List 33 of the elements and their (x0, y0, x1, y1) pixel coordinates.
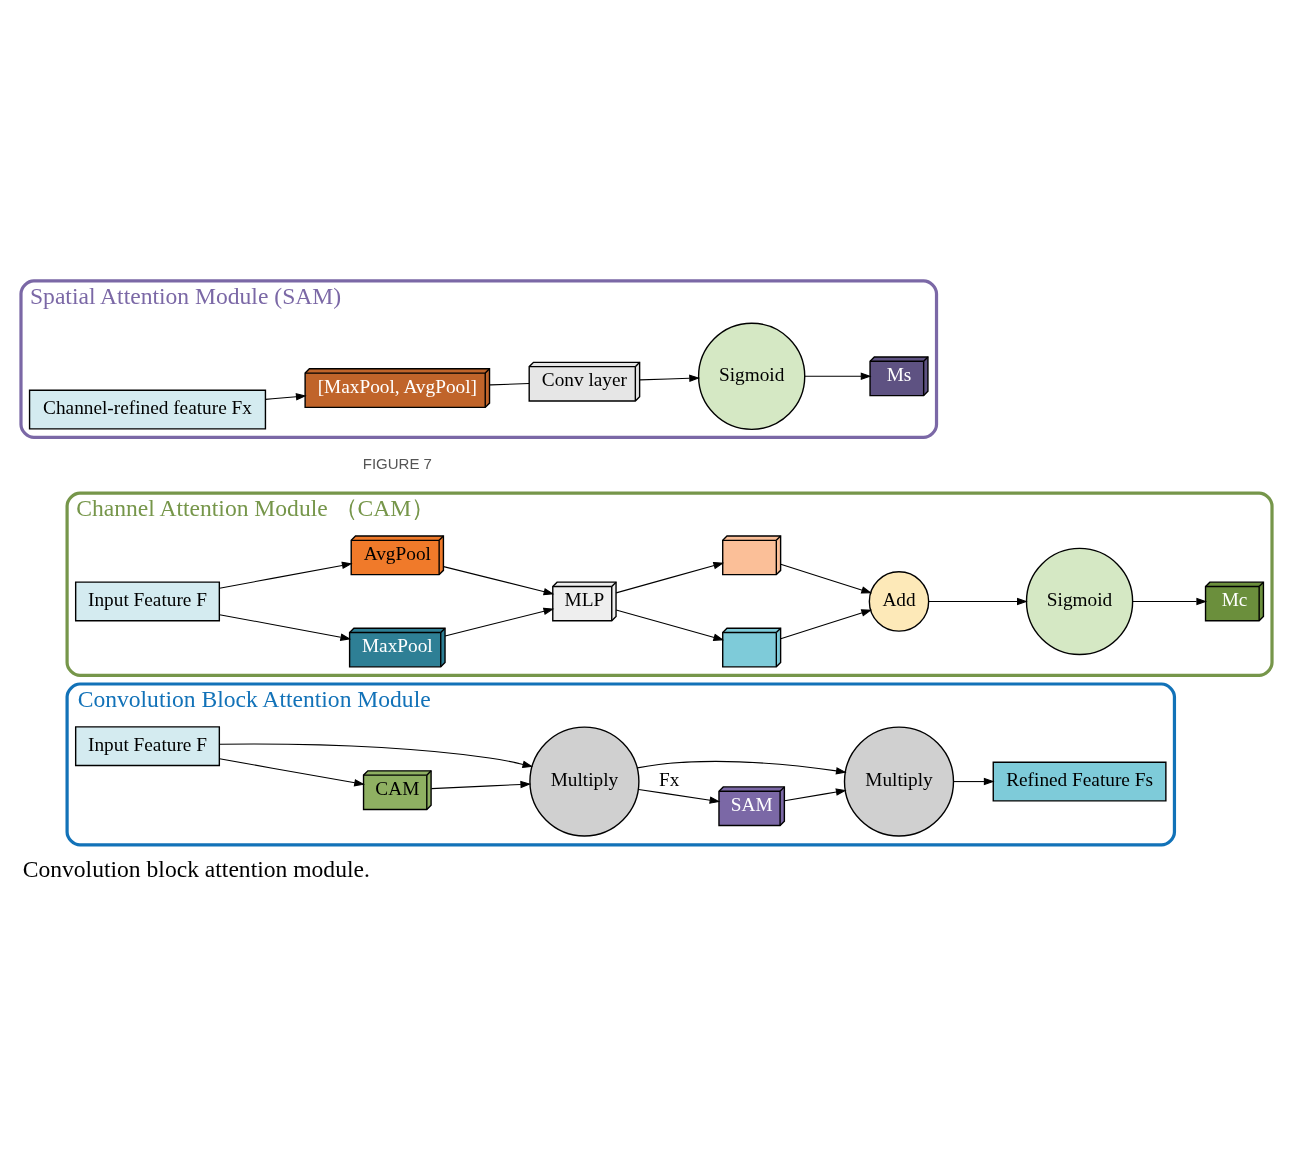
arrow (443, 566, 555, 596)
arrow (928, 597, 1028, 606)
node-circle: Add (868, 571, 930, 632)
node-circle: Multiply (843, 726, 955, 837)
arrow (804, 372, 872, 381)
arrow (615, 609, 725, 641)
arrow (636, 760, 847, 775)
arrow (639, 374, 700, 383)
arrow (780, 609, 873, 640)
arrow (219, 614, 352, 641)
arrow (784, 788, 847, 802)
edge-label: Fx (658, 769, 680, 791)
arrow (615, 562, 725, 594)
arrow (219, 561, 353, 589)
arrow (430, 780, 532, 790)
caption: Convolution block attention module. (22, 855, 370, 882)
arrow (780, 563, 873, 594)
node-box: Input Feature F (74, 726, 221, 767)
arrow (953, 777, 995, 786)
arrow (444, 607, 555, 637)
connector (489, 383, 530, 386)
node-box: Input Feature F (74, 581, 221, 622)
node-circle: Multiply (529, 726, 640, 837)
node-box: Refined Feature Fs (992, 761, 1167, 802)
arrow (218, 743, 534, 768)
node-box: Channel-refined feature Fx (28, 389, 267, 430)
label: FIGURE 7 (362, 455, 432, 473)
arrow (1132, 597, 1208, 606)
arrow (638, 788, 721, 804)
node-circle: Sigmoid (1025, 547, 1134, 656)
arrow (219, 758, 365, 787)
node-circle: Sigmoid (697, 322, 806, 431)
arrow (265, 393, 307, 401)
